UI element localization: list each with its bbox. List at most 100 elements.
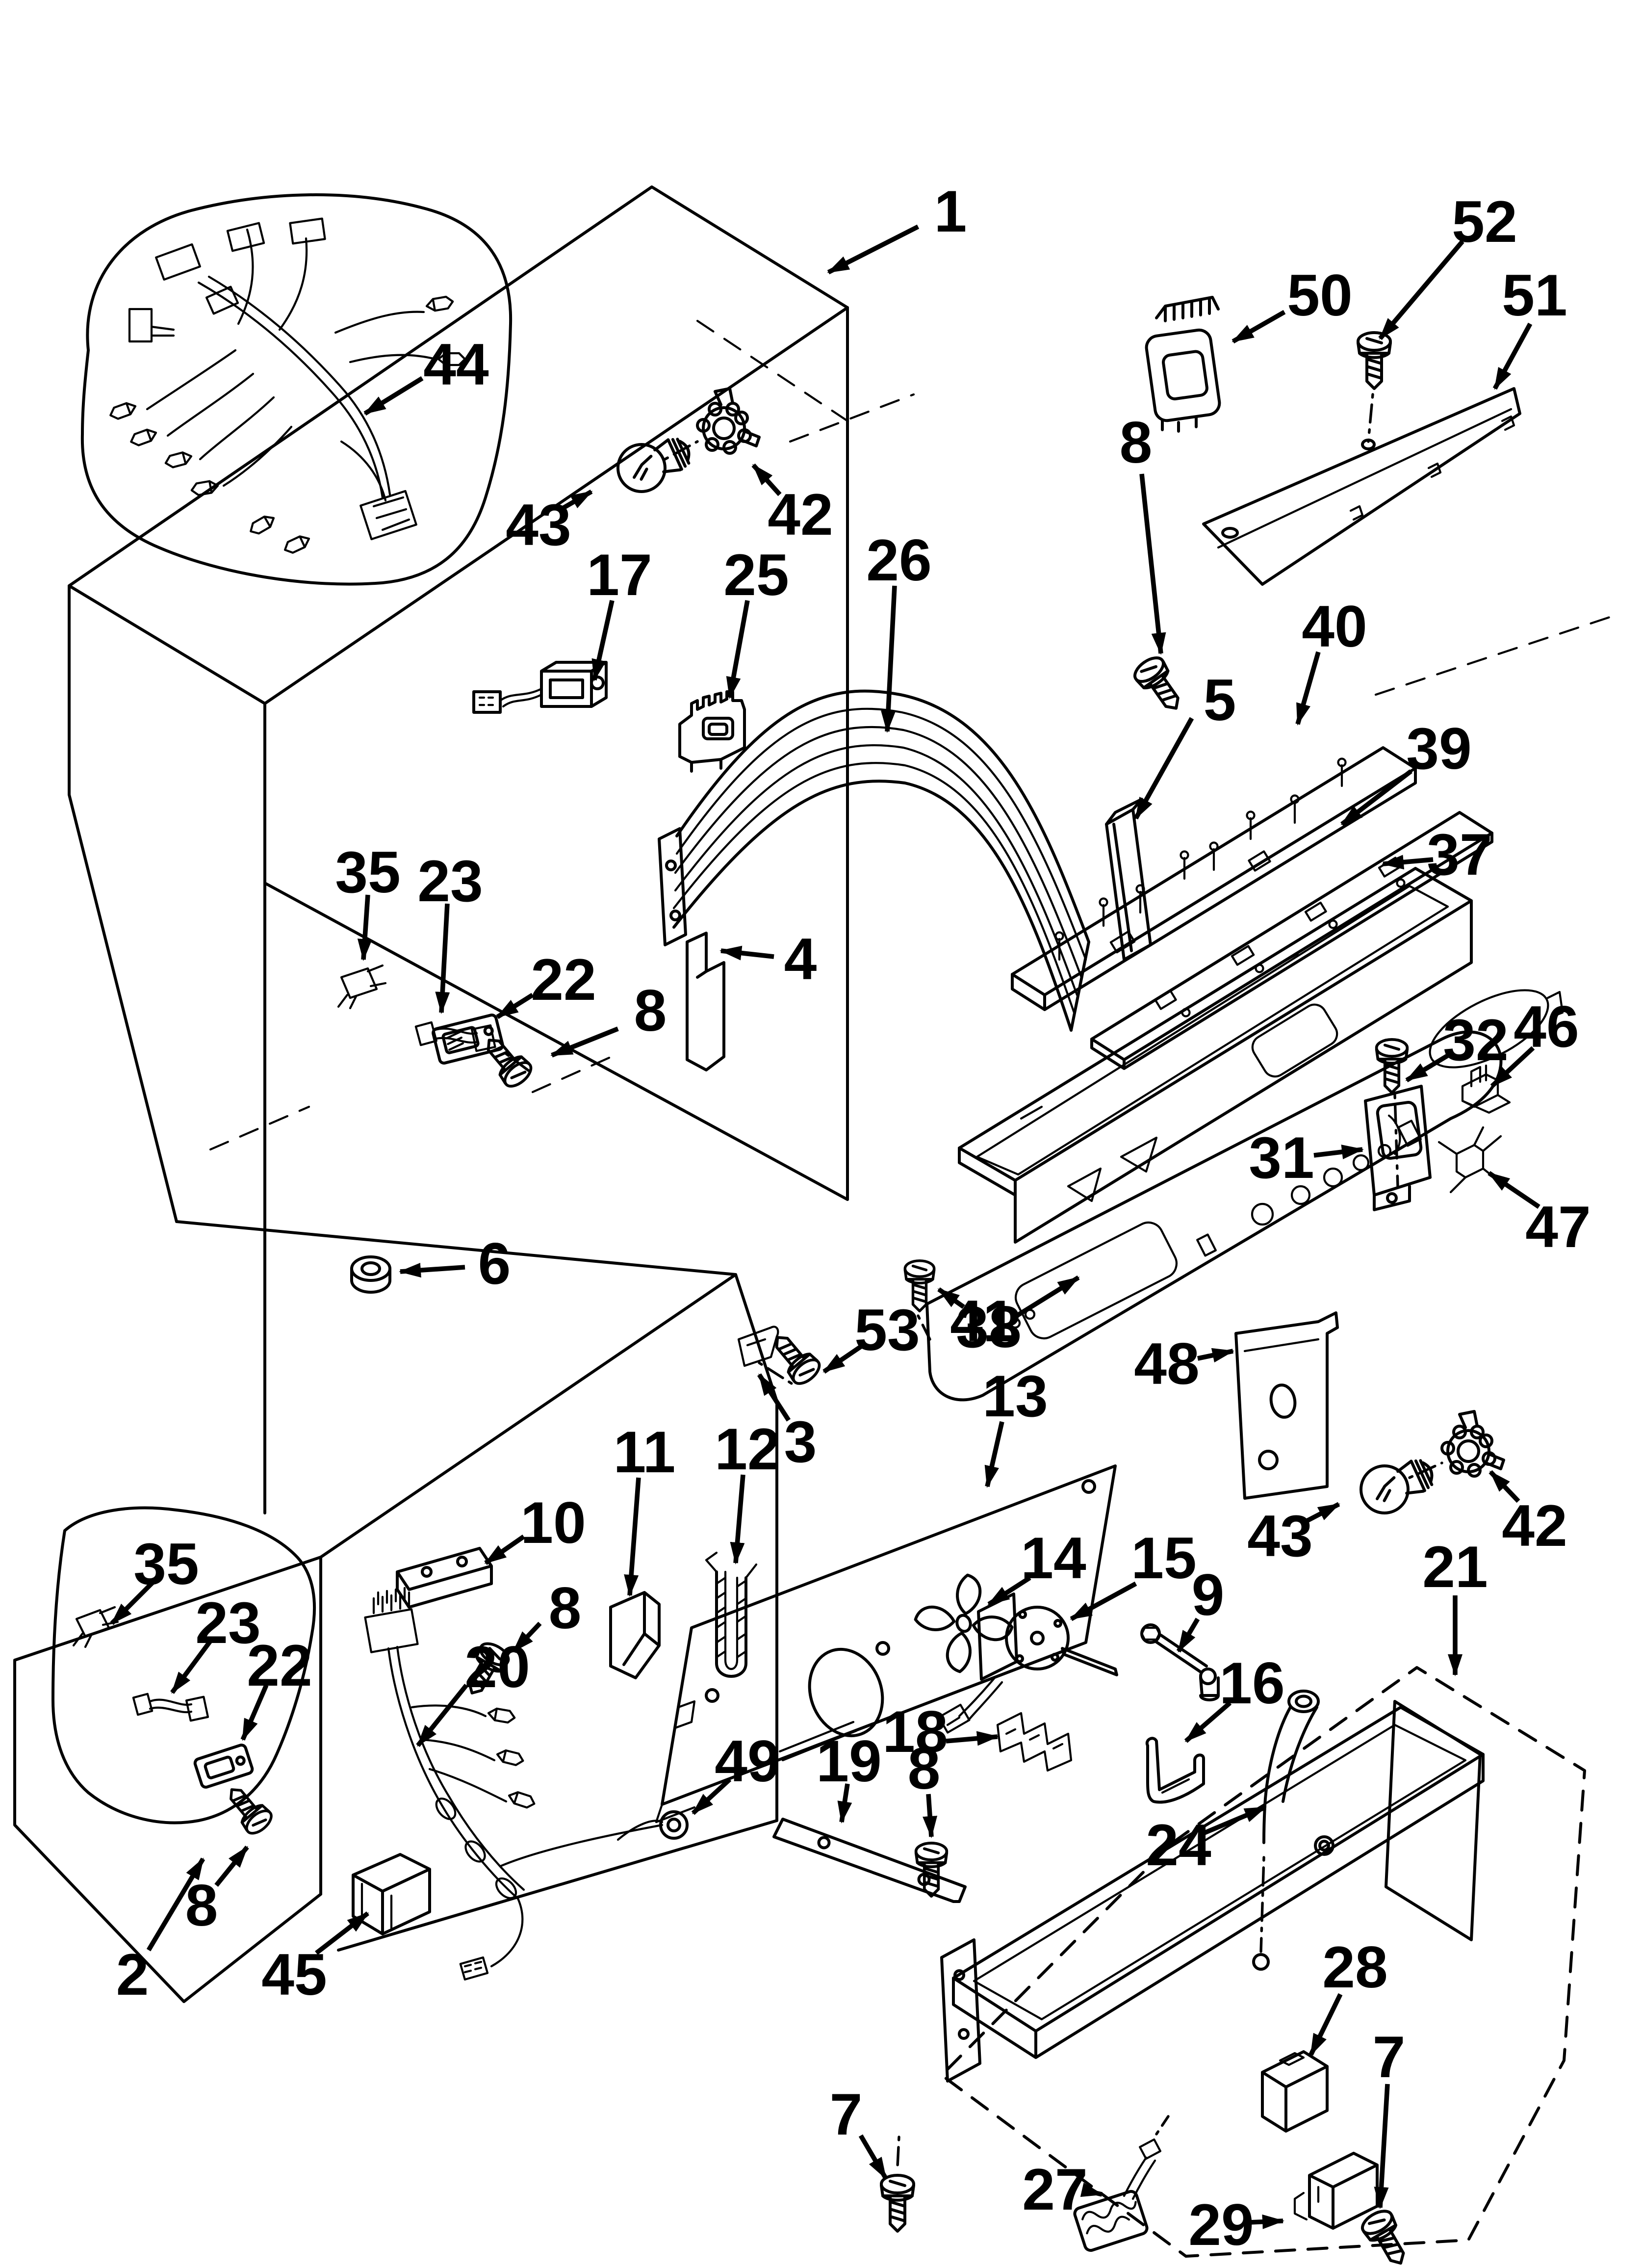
callout-label-32: 32 (1443, 1007, 1508, 1073)
callout-arrow-8d (923, 1794, 938, 1838)
callout-label-28: 28 (1322, 1934, 1387, 2000)
callout-label-8b: 8 (634, 978, 667, 1043)
callout-label-37: 37 (1427, 822, 1492, 887)
callout-arrow-38 (1015, 1275, 1080, 1318)
callout-arrow-29 (1249, 2214, 1284, 2229)
bracket-35-upper (337, 964, 387, 1010)
wire-blob-2 (51, 1506, 316, 1825)
callout-label-15: 15 (1131, 1525, 1196, 1591)
callout-arrow-20 (416, 1683, 468, 1747)
callout-20: 20 (416, 1634, 530, 1747)
callout-label-45: 45 (261, 1942, 327, 2007)
callout-label-1: 1 (934, 179, 967, 244)
callout-23a: 23 (417, 848, 483, 1014)
light-bulb-bottom (1354, 1449, 1440, 1520)
callout-label-35a: 35 (335, 839, 400, 905)
callout-arrow-8c (512, 1621, 542, 1653)
callout-label-47: 47 (1525, 1194, 1591, 1260)
callout-label-41: 41 (950, 1288, 1015, 1354)
callout-38: 38 (956, 1275, 1080, 1360)
callout-1: 1 (827, 179, 967, 275)
callout-29: 29 (1188, 2192, 1284, 2258)
callout-label-17: 17 (587, 542, 652, 608)
callout-arrow-32 (1405, 1051, 1452, 1083)
callout-arrow-15 (1070, 1581, 1137, 1621)
callout-2: 2 (116, 1857, 205, 2007)
defrost-thermostat-25 (678, 690, 746, 773)
callout-label-42b: 42 (1502, 1493, 1567, 1559)
clip-16 (1145, 1737, 1205, 1804)
callout-arrow-8b (550, 1026, 619, 1058)
callout-arrow-27 (1080, 2182, 1103, 2197)
callout-arrow-40 (1295, 651, 1321, 726)
callout-label-43a: 43 (506, 492, 571, 558)
bracket-35-lower (72, 1606, 119, 1648)
callout-9: 9 (1176, 1562, 1225, 1653)
callout-arrow-48 (1197, 1348, 1234, 1363)
callout-44: 44 (363, 332, 489, 416)
callout-arrow-11 (624, 1477, 641, 1597)
callout-label-7a: 7 (830, 2082, 863, 2147)
clip-47 (1437, 1126, 1502, 1194)
callout-arrow-52 (1378, 239, 1464, 340)
callout-35b: 35 (110, 1531, 199, 1625)
block-28 (1261, 2050, 1329, 2133)
screw-53 (766, 1328, 823, 1388)
callout-arrow-19 (837, 1783, 852, 1824)
grommet-6 (350, 1255, 391, 1294)
callout-25: 25 (723, 542, 789, 699)
callout-label-23b: 23 (195, 1590, 260, 1656)
callout-arrow-8e (214, 1845, 249, 1887)
callout-label-50: 50 (1287, 262, 1352, 328)
callout-label-9: 9 (1192, 1562, 1225, 1628)
callout-17: 17 (587, 542, 652, 681)
callout-arrow-25 (726, 600, 750, 699)
callout-label-39: 39 (1406, 716, 1471, 782)
relay-50 (1145, 296, 1221, 433)
callout-arrow-47 (1488, 1171, 1540, 1209)
callout-32: 32 (1405, 1007, 1509, 1083)
callout-label-24: 24 (1146, 1812, 1211, 1878)
callout-label-8c: 8 (549, 1575, 582, 1641)
callout-43b: 43 (1247, 1502, 1340, 1569)
terminal-bracket-18 (996, 1712, 1073, 1772)
clip-46 (1461, 1064, 1511, 1114)
callout-arrow-6 (399, 1263, 465, 1278)
callout-8b: 8 (550, 978, 667, 1058)
callout-22a: 22 (496, 947, 596, 1019)
callout-arrow-9 (1176, 1617, 1200, 1653)
callout-15: 15 (1070, 1525, 1197, 1621)
callout-label-16: 16 (1219, 1650, 1284, 1716)
bracket-45 (352, 1853, 431, 1935)
callout-label-10: 10 (520, 1490, 586, 1556)
callout-label-38: 38 (956, 1294, 1021, 1360)
callout-12: 12 (715, 1416, 780, 1564)
bracket-29 (1293, 2152, 1379, 2230)
callout-arrow-22a (496, 992, 534, 1019)
callout-28: 28 (1308, 1934, 1388, 2056)
callout-42b: 42 (1488, 1470, 1567, 1559)
callout-arrow-8a (1139, 473, 1166, 655)
callout-52: 52 (1378, 189, 1517, 340)
callout-label-44: 44 (423, 332, 489, 397)
callout-47: 47 (1488, 1171, 1591, 1260)
screw-7-left (881, 2136, 914, 2231)
callout-35a: 35 (335, 839, 401, 961)
callout-3: 3 (757, 1373, 817, 1475)
door-switch-17 (472, 661, 608, 714)
screw-8-top (1131, 653, 1189, 717)
callout-label-49: 49 (715, 1728, 780, 1794)
callout-40: 40 (1295, 594, 1367, 726)
callout-18: 18 (882, 1699, 999, 1765)
callout-11: 11 (614, 1419, 675, 1597)
callout-8a: 8 (1120, 410, 1166, 655)
callout-50: 50 (1232, 262, 1353, 344)
callout-label-12: 12 (715, 1416, 780, 1482)
switch-22-lower (193, 1744, 254, 1789)
callout-10: 10 (484, 1490, 586, 1565)
callout-arrow-43a (562, 489, 593, 510)
callout-46: 46 (1490, 994, 1579, 1088)
callout-arrow-53 (822, 1345, 862, 1374)
cabinet-outline (13, 185, 1617, 2003)
